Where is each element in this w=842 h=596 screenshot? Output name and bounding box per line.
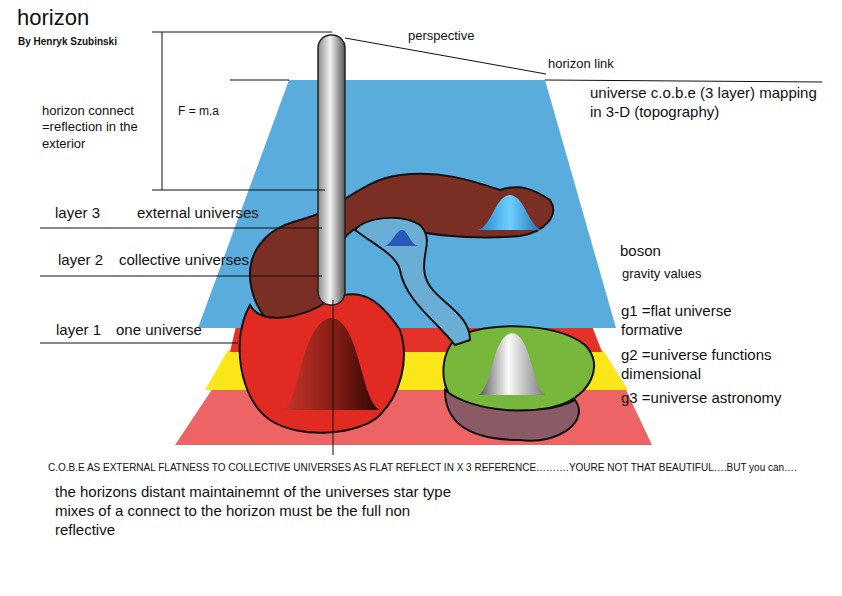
layer-label: layer 2 xyxy=(58,251,128,270)
layer-label: layer 1 xyxy=(56,321,126,340)
gravity-value: g1 =flat universe formative xyxy=(621,302,796,340)
side-label: perspective xyxy=(408,28,528,44)
layer-label: external universes xyxy=(137,204,307,223)
gravity-value: g3 =universe astronomy xyxy=(621,389,831,408)
side-label: boson xyxy=(620,242,720,261)
formula-label: F = m.a xyxy=(178,104,258,119)
note-text: horizon connect =reflection in the exter… xyxy=(42,103,160,152)
paragraph-note: the horizons distant maintainemnt of the… xyxy=(55,483,455,539)
side-label: gravity values xyxy=(622,266,762,282)
diagram-title: horizon xyxy=(17,4,167,32)
caption-note: C.O.B.E AS EXTERNAL FLATNESS TO COLLECTI… xyxy=(48,462,838,475)
layer-label: one universe xyxy=(116,321,256,340)
note-text: universe c.o.b.e (3 layer) mapping in 3-… xyxy=(590,84,830,122)
layer-label: layer 3 xyxy=(55,204,125,223)
byline: By Henryk Szubinski xyxy=(18,36,218,49)
gravity-value: g2 =universe functions dimensional xyxy=(621,346,821,384)
layer-label: collective universes xyxy=(119,251,289,270)
side-label: horizon link xyxy=(548,56,668,72)
